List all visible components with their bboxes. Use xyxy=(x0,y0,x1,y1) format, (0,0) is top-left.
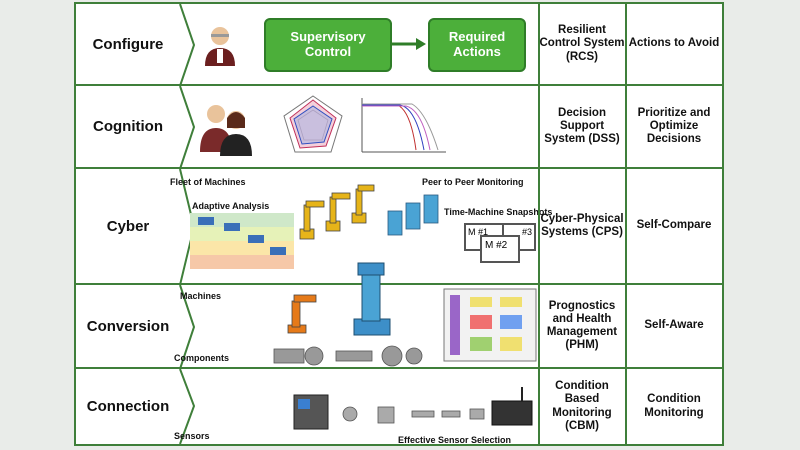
column-divider xyxy=(625,285,627,367)
components-caption: Components xyxy=(174,353,229,363)
team-icon xyxy=(200,105,252,156)
system-connection: Condition Based Monitoring (CBM) xyxy=(552,380,612,432)
conversion-content: Machines Components xyxy=(174,262,538,367)
p2p-caption: Peer to Peer Monitoring xyxy=(422,177,524,187)
snapshot-card-2: M #2 xyxy=(480,235,520,263)
column-divider xyxy=(538,169,540,283)
sensor-board-icon xyxy=(491,387,533,426)
row-configure: Configure Supervisory Control Required A… xyxy=(76,3,722,87)
cognition-content xyxy=(196,86,538,167)
row-cyber: Cyber Fleet of Machines Adaptive Analysi… xyxy=(76,168,722,286)
system-conversion: Prognostics and Health Management (PHM) xyxy=(546,299,618,352)
system-cognition: Decision Support System (DSS) xyxy=(544,106,620,146)
sensors-caption: Sensors xyxy=(174,431,210,441)
snapshots-caption: Time-Machine Snapshots xyxy=(444,207,553,217)
engineer-icon xyxy=(205,27,235,66)
chevron-icon xyxy=(179,368,196,445)
level-label-configure: Configure xyxy=(92,35,164,53)
system-configure: Resilient Control System (RCS) xyxy=(539,24,625,63)
arrow-right-icon xyxy=(390,38,426,50)
level-label-cyber: Cyber xyxy=(106,217,150,235)
radar-chart-icon xyxy=(283,95,343,153)
daq-device-icon xyxy=(293,394,329,430)
outcome-cognition: Prioritize and Optimize Decisions xyxy=(637,106,711,146)
row-connection: Connection Sensors Effective Sensor Sele… xyxy=(76,368,722,445)
sensor-selection-caption: Effective Sensor Selection xyxy=(398,435,512,445)
adaptive-caption: Adaptive Analysis xyxy=(192,201,270,211)
connection-content: Sensors Effective Sensor Selection xyxy=(174,369,538,445)
cyber-content: Fleet of Machines Adaptive Analysis Peer… xyxy=(170,169,552,283)
level-label-conversion: Conversion xyxy=(86,317,170,335)
cps-5c-diagram: Configure Supervisory Control Required A… xyxy=(74,2,724,446)
level-label-cognition: Cognition xyxy=(93,118,163,135)
column-divider xyxy=(625,86,627,167)
machines-caption: Machines xyxy=(180,291,222,301)
gear-components-icon xyxy=(273,345,423,367)
outcome-connection: Condition Monitoring xyxy=(644,393,704,419)
adaptive-analysis-chart xyxy=(190,213,294,269)
system-cyber: Cyber-Physical Systems (CPS) xyxy=(540,212,624,238)
phm-diagram-icon xyxy=(443,288,537,362)
industrial-robot-icon xyxy=(287,294,317,334)
column-divider xyxy=(538,86,540,167)
column-divider xyxy=(625,369,627,444)
chevron-icon xyxy=(179,3,196,87)
sensors-icon xyxy=(342,406,485,424)
milling-machines-icon xyxy=(387,194,439,236)
milling-machine-icon xyxy=(353,262,391,336)
row-conversion: Conversion Machines Components xyxy=(76,262,722,370)
column-divider xyxy=(538,369,540,444)
degradation-chart-icon xyxy=(361,98,446,153)
row-cognition: Cognition Decision Support xyxy=(76,85,722,170)
configure-content: Supervisory Control Required Actions xyxy=(196,4,538,84)
outcome-conversion: Self-Aware xyxy=(644,319,704,332)
column-divider xyxy=(625,169,627,283)
level-label-connection: Connection xyxy=(86,398,170,415)
outcome-configure: Actions to Avoid xyxy=(628,37,720,50)
fleet-caption: Fleet of Machines xyxy=(170,177,246,187)
chevron-icon xyxy=(179,85,196,170)
column-divider xyxy=(625,4,627,84)
column-divider xyxy=(538,285,540,367)
robot-fleet-icon xyxy=(299,184,375,240)
column-divider xyxy=(538,4,540,84)
supervisory-control-box: Supervisory Control xyxy=(264,18,392,72)
required-actions-box: Required Actions xyxy=(428,18,526,72)
outcome-cyber: Self-Compare xyxy=(636,219,712,232)
chevron-icon xyxy=(179,284,196,370)
